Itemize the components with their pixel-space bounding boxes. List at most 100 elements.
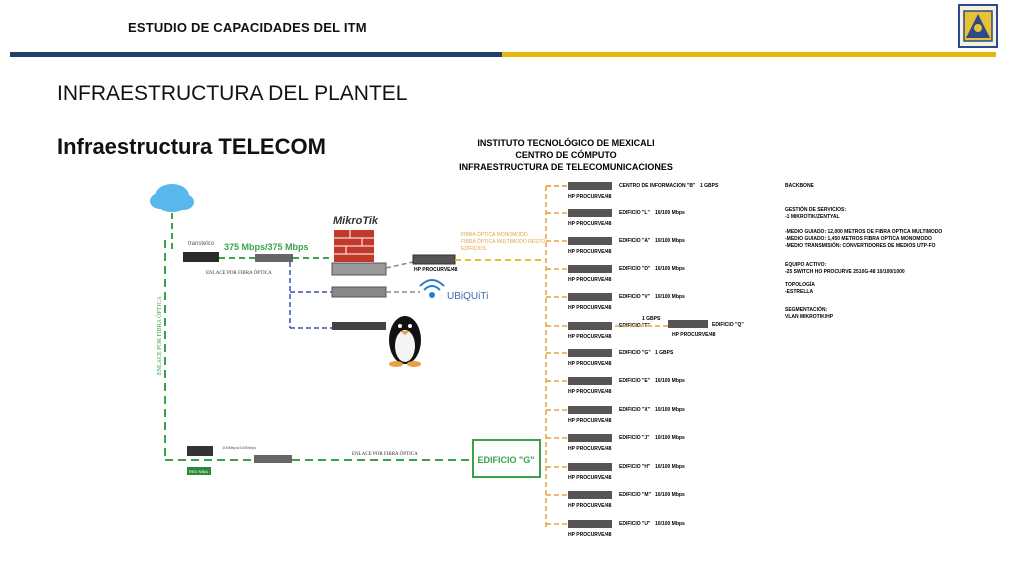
info-line: -MEDIO GUIADO: 12,000 METROS DE FIBRA OP… (785, 229, 942, 235)
core-switch (412, 254, 456, 265)
building-speed: 10/100 Mbps (655, 266, 685, 272)
building-switch (568, 520, 612, 528)
building-switch-label: HP PROCURVE/48 (568, 194, 612, 200)
building-switch (568, 406, 612, 414)
building-speed: 10/100 Mbps (655, 378, 685, 384)
header-bar-blue (10, 52, 502, 57)
fiber-note-2: FIBRA ÓPTICA MULTIMODO RESTO (461, 238, 545, 245)
q-switch-label: HP PROCURVE/48 (672, 332, 716, 338)
building-switch-label: HP PROCURVE/48 (568, 446, 612, 452)
building-switch (568, 209, 612, 217)
header-title: ESTUDIO DE CAPACIDADES DEL ITM (128, 20, 367, 35)
building-name: EDIFICIO "H" (619, 464, 651, 470)
info-line: GESTIÓN DE SERVICIOS: (785, 205, 846, 213)
building-switch (568, 182, 612, 190)
building-name: EDIFICIO "M" (619, 492, 652, 498)
building-switch (568, 293, 612, 301)
cloud-icon (150, 184, 194, 212)
building-switch (568, 377, 612, 385)
building-switch-label: HP PROCURVE/48 (568, 221, 612, 227)
isp-router (183, 252, 219, 262)
info-line: SEGMENTACIÓN: (785, 305, 827, 313)
info-line: -25 SWITCH HO PROCURVE 2510G-48 10/100/1… (785, 269, 905, 275)
diagram-heading-1: INSTITUTO TECNOLÓGICO DE MEXICALI (477, 137, 654, 148)
building-switch-label: HP PROCURVE/48 (568, 418, 612, 424)
building-switch (568, 491, 612, 499)
red-niba-label: RED NIBA (189, 469, 208, 474)
info-line: TOPOLOGÍA (785, 280, 815, 288)
building-switch (568, 434, 612, 442)
linux-penguin-icon (389, 316, 421, 367)
info-line: -ESTRELLA (785, 289, 813, 295)
building-speed: 10/100 Mbps (655, 238, 685, 244)
building-name: EDIFICIO "U" (619, 521, 651, 527)
firewall-icon (334, 230, 374, 262)
building-switch (568, 237, 612, 245)
diagram-heading-3: INFRAESTRUCTURA DE TELECOMUNICACIONES (459, 162, 673, 172)
building-switch-label: HP PROCURVE/48 (568, 334, 612, 340)
media-converter-1 (255, 254, 293, 262)
core-switch-label: HP PROCURVE/48 (414, 267, 458, 273)
building-switch (568, 463, 612, 471)
building-switch-label: HP PROCURVE/48 (568, 361, 612, 367)
building-name: EDIFICIO "A" (619, 238, 651, 244)
building-speed: 1 GBPS (700, 183, 719, 189)
building-switch-label: HP PROCURVE/48 (568, 389, 612, 395)
vertical-fiber-label: ENLACE POR FIBRA ÓPTICA (155, 295, 163, 375)
ubiquiti-logo: UBiQUiTi (447, 291, 488, 302)
building-speed: 10/100 Mbps (655, 407, 685, 413)
itm-logo-icon (958, 4, 998, 48)
building-speed: 1 GBPS (655, 350, 674, 356)
fiber-link-label-2: ENLACE POR FIBRA ÓPTICA (352, 451, 418, 457)
server-box (332, 322, 386, 330)
edificio-g-label: EDIFICIO "G" (477, 455, 534, 465)
building-name: EDIFICIO "D" (619, 266, 651, 272)
fiber-note-1: FIBRA ÓPTICA MONOMODO (461, 231, 528, 238)
building-switch (568, 265, 612, 273)
building-switch-label: HP PROCURVE/48 (568, 532, 612, 538)
isp-label: transtelco (188, 241, 215, 247)
building-name: CENTRO DE INFORMACION "B" (619, 183, 696, 189)
red-speed-label: 100Mbps/100Mbps (222, 445, 256, 450)
slide-title: INFRAESTRUCTURA DEL PLANTEL (57, 82, 408, 105)
building-name: EDIFICIO "L" (619, 210, 650, 216)
building-switch-label: HP PROCURVE/48 (568, 305, 612, 311)
building-switch (568, 322, 612, 330)
building-speed: 10/100 Mbps (655, 210, 685, 216)
building-switch-label: HP PROCURVE/48 (568, 503, 612, 509)
info-line: -MEDIO TRANSMISIÓN: CONVERTIDORES DE MED… (785, 241, 936, 249)
building-speed: 10/100 Mbps (655, 435, 685, 441)
wifi-icon (419, 279, 445, 298)
fiber-note-3: EDIFICIOS (461, 246, 487, 252)
mikrotik-router (331, 262, 387, 276)
building-name: EDIFICIO "E" (619, 378, 651, 384)
q-building-label: EDIFICIO "Q" (712, 322, 744, 328)
building-name: EDIFICIO "X" (619, 407, 651, 413)
mikrotik-logo: MikroTik (333, 215, 379, 227)
building-switch (568, 349, 612, 357)
building-name: EDIFICIO "J" (619, 435, 650, 441)
building-switch-label: HP PROCURVE/48 (568, 475, 612, 481)
building-switch-label: HP PROCURVE/48 (568, 277, 612, 283)
header-bar-gold (502, 52, 996, 57)
media-converter-2 (254, 455, 292, 463)
building-switch-label: HP PROCURVE/48 (568, 249, 612, 255)
info-line: BACKBONE (785, 183, 815, 189)
red-niba-router (187, 446, 213, 456)
bandwidth-label: 375 Mbps/375 Mbps (224, 242, 309, 252)
info-line: -MEDIO GUIADO: 1,450 METROS FIBRA OPTICA… (785, 236, 932, 242)
q-switch (668, 320, 708, 328)
building-name: EDIFICIO "G" (619, 350, 651, 356)
diagram-heading-2: CENTRO DE CÓMPUTO (515, 149, 616, 160)
q-speed-label: 1 GBPS (642, 316, 661, 322)
building-speed: 10/100 Mbps (655, 492, 685, 498)
building-speed: 10/100 Mbps (655, 294, 685, 300)
info-line: -1 MIKROTIK/ZENTYAL (785, 214, 840, 220)
router-2 (331, 286, 387, 298)
fiber-link-label: ENLACE POR FIBRA ÓPTICA (206, 270, 272, 276)
building-name: EDIFICIO "V" (619, 294, 651, 300)
slide-subtitle: Infraestructura TELECOM (57, 134, 326, 159)
edificio-g-box (472, 439, 541, 478)
building-speed: 10/100 Mbps (655, 464, 685, 470)
